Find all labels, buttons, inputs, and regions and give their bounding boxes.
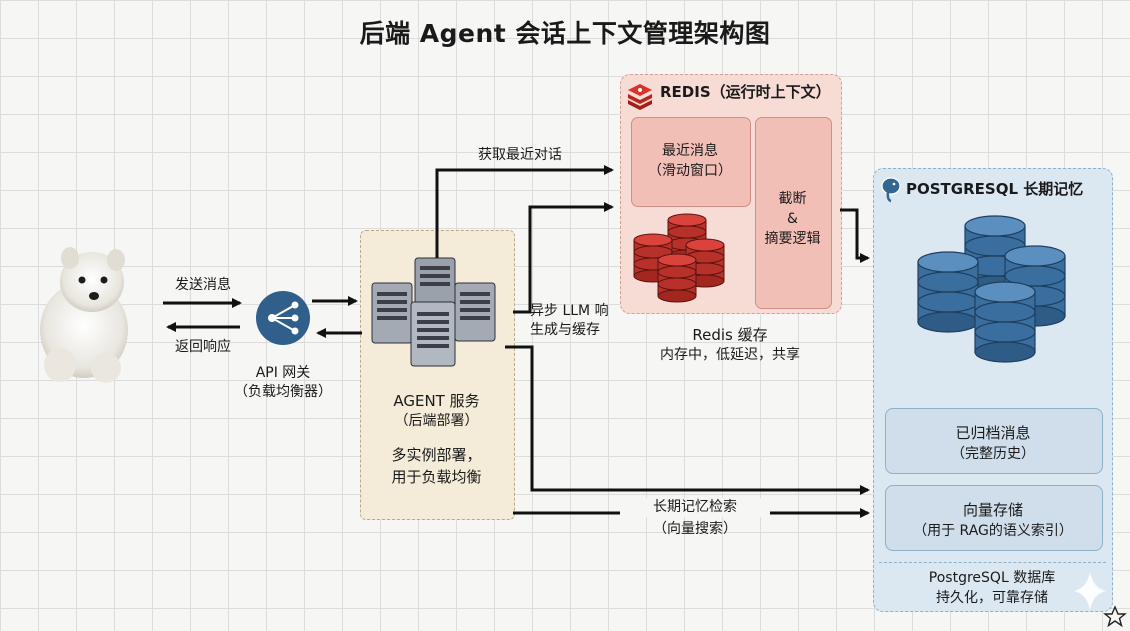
postgres-db-icon [917, 215, 1066, 363]
sliding-window-label: （滑动窗口） [648, 163, 732, 179]
archived-messages-label: 已归档消息 [955, 424, 1031, 442]
agent-sub: （后端部署） [394, 413, 479, 429]
postgres-title: POSTGRESQL 长期记忆 [906, 180, 1084, 198]
gateway-icon [256, 291, 310, 345]
agent-desc-1: 多实例部署， [391, 446, 482, 464]
redis-db-icon [633, 213, 725, 303]
truncate-label: 截断 [778, 191, 807, 207]
dog-photo [40, 247, 128, 383]
redis-logo-icon [628, 84, 652, 110]
page-title: 后端 Agent 会话上下文管理架构图 [359, 19, 771, 48]
recent-messages-panel [631, 117, 751, 207]
star-icon [1103, 605, 1127, 628]
vector-store-label: 向量存储 [962, 501, 1023, 519]
agent-name: AGENT 服务 [393, 392, 480, 410]
long-term-search-label: 长期记忆检索 [620, 498, 770, 517]
server-cluster-icon [371, 257, 496, 367]
postgres-divider [879, 562, 1106, 563]
postgres-db-label: PostgreSQL 数据库 [928, 570, 1056, 586]
sparkle-icon [1074, 572, 1106, 610]
postgres-elephant-icon [881, 177, 901, 203]
gateway-label: API 网关 [255, 365, 311, 381]
send-message-label: 发送消息 [175, 277, 231, 293]
rag-index-label: （用于 RAG的语义索引） [913, 523, 1073, 539]
archived-messages-panel [885, 408, 1103, 474]
vector-store-panel [885, 485, 1103, 551]
summary-logic-label: 摘要逻辑 [764, 231, 821, 247]
return-response-label: 返回响应 [175, 339, 231, 355]
ampersand-label: & [787, 211, 798, 227]
redis-cache-label: Redis 缓存 [692, 326, 768, 344]
full-history-label: （完整历史） [951, 446, 1035, 462]
agent-desc-2: 用于负载均衡 [391, 468, 482, 486]
async-label-line2: 生成与缓存 [530, 322, 600, 338]
recent-messages-label: 最近消息 [662, 143, 718, 159]
truncation-panel [755, 117, 832, 309]
vector-search-label: （向量搜索） [653, 521, 737, 537]
redis-cache-sublabel: 内存中，低延迟，共享 [660, 347, 800, 363]
fetch-recent-label: 获取最近对话 [478, 147, 562, 163]
gateway-sublabel: （负载均衡器） [234, 384, 332, 400]
postgres-db-sublabel: 持久化，可靠存储 [936, 590, 1048, 606]
redis-title: REDIS（运行时上下文） [660, 83, 831, 101]
async-label-line1: 异步 LLM 响 [530, 303, 609, 319]
